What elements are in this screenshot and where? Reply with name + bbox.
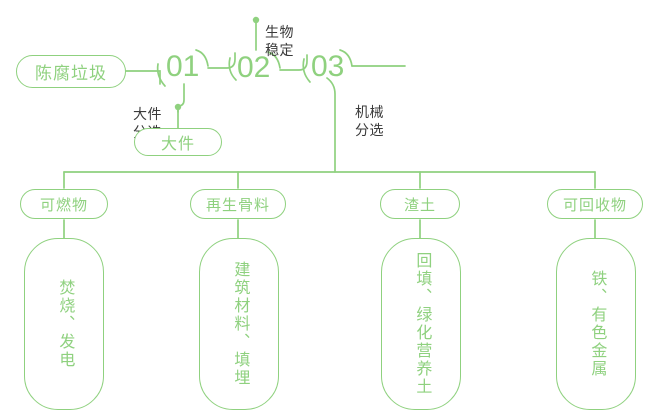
node-branch-recycled-aggregate[interactable]: 再生骨料 — [190, 189, 286, 219]
wire-stage1-to-stage2 — [207, 52, 236, 69]
stage-number-02[interactable]: 02 — [237, 51, 271, 84]
node-outcome-construction-material[interactable]: 建筑材料、填埋 — [199, 238, 279, 410]
node-outcome-metals[interactable]: 铁、有色金属 — [556, 238, 636, 410]
dot-bio-branch — [252, 16, 260, 24]
stage-number-03[interactable]: 03 — [311, 50, 345, 83]
node-bulky-output[interactable]: 大件 — [134, 128, 222, 156]
wire-input-to-stage1 — [125, 70, 161, 85]
bracket-stage2-left — [228, 57, 237, 81]
node-input-waste[interactable]: 陈腐垃圾 — [16, 55, 126, 88]
wire-stage3-to-bus — [326, 77, 336, 173]
bracket-stage1-left — [156, 63, 166, 87]
node-branch-combustibles[interactable]: 可燃物 — [20, 189, 108, 219]
annotation-stage3-mechanical-sorting: 机械 分选 — [355, 103, 384, 138]
bracket-stage3-right — [339, 49, 353, 67]
bracket-stage1-right — [195, 49, 209, 67]
wire-stage1-to-bulky — [175, 83, 185, 107]
node-outcome-incineration[interactable]: 焚烧、发电 — [24, 238, 104, 410]
annotation-stage2-bio-stabilization: 生物 稳定 — [265, 23, 294, 58]
node-branch-recyclables[interactable]: 可回收物 — [547, 189, 643, 219]
dot-bulky-branch — [174, 103, 182, 111]
bracket-stage2-right — [267, 51, 281, 69]
node-outcome-metals-label: 铁、有色金属 — [588, 270, 606, 378]
node-input-waste-label: 陈腐垃圾 — [35, 64, 107, 83]
node-branch-residual-soil[interactable]: 渣土 — [380, 189, 460, 219]
bracket-stage3-left — [302, 58, 311, 83]
node-outcome-backfill-soil-label: 回填、绿化营养土 — [413, 252, 431, 396]
node-bulky-output-label: 大件 — [160, 136, 195, 153]
stage-number-01[interactable]: 01 — [166, 50, 200, 83]
node-outcome-incineration-label: 焚烧、发电 — [56, 279, 74, 369]
node-outcome-construction-material-label: 建筑材料、填埋 — [231, 261, 249, 387]
wire-stage2-to-stage3 — [279, 54, 308, 71]
node-outcome-backfill-soil[interactable]: 回填、绿化营养土 — [381, 238, 461, 410]
